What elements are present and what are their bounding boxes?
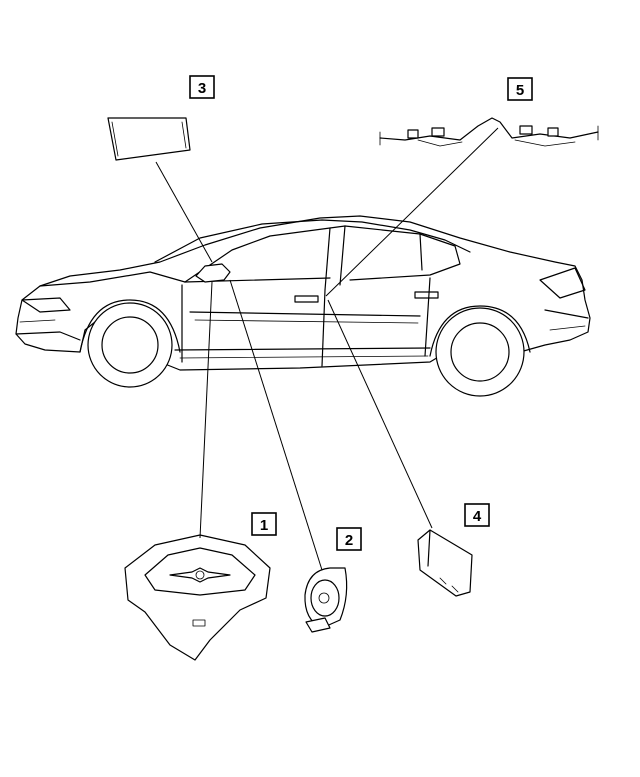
callout-1: 1	[251, 512, 277, 536]
car-illustration	[15, 215, 591, 397]
callout-4: 4	[464, 503, 490, 527]
part-4-side-airbag-module	[417, 529, 473, 597]
callout-5-label: 5	[516, 82, 524, 99]
callout-2: 2	[336, 527, 362, 551]
callout-2-label: 2	[345, 532, 353, 549]
callout-1-label: 1	[260, 517, 268, 534]
part-3-curtain-airbag	[107, 117, 191, 161]
part-2-clockspring	[304, 567, 348, 633]
callout-4-label: 4	[473, 508, 482, 525]
callout-3-label: 3	[198, 80, 206, 97]
callout-3: 3	[189, 75, 215, 99]
part-5-wiring-harness	[379, 117, 599, 147]
callout-5: 5	[507, 77, 533, 101]
part-1-driver-airbag	[124, 534, 271, 661]
leader-lines	[155, 127, 499, 571]
